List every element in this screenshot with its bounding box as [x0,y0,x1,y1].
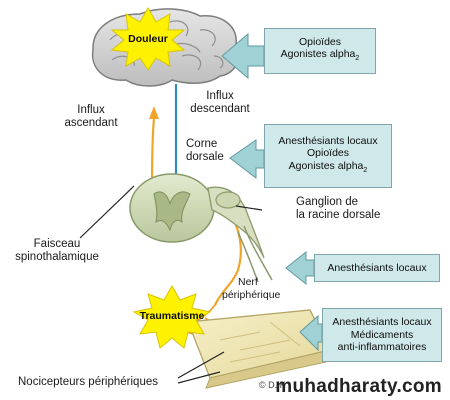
treatment-box-dorsal-horn: Anesthésiants locaux Opioïdes Agonistes … [264,124,392,188]
leader-nocicepteurs-2 [177,371,221,384]
treatment-box-nerve: Anesthésiants locaux [314,254,440,282]
pain-burst [110,6,186,71]
copyright-label: © D. K [259,380,286,390]
leader-nocicepteurs-1 [177,351,225,379]
skin-patch [187,309,331,389]
leader-ganglion [235,205,263,211]
treatment-box-brain: Opioïdes Agonistes alpha2 [264,28,376,74]
watermark-text: muhadharaty.com [275,376,442,397]
treatment-box-periphery: Anesthésiants locaux Médicaments anti-in… [322,308,442,362]
nocicepteurs-label: Nocicepteurs périphériques [18,376,158,388]
spinal-cord [129,173,273,283]
leader-faisceau [79,185,135,239]
douleur-label: Douleur [128,33,168,45]
traumatisme-label: Traumatisme [139,310,205,322]
ascending-arrowhead [149,106,159,119]
trauma-burst [132,284,212,349]
